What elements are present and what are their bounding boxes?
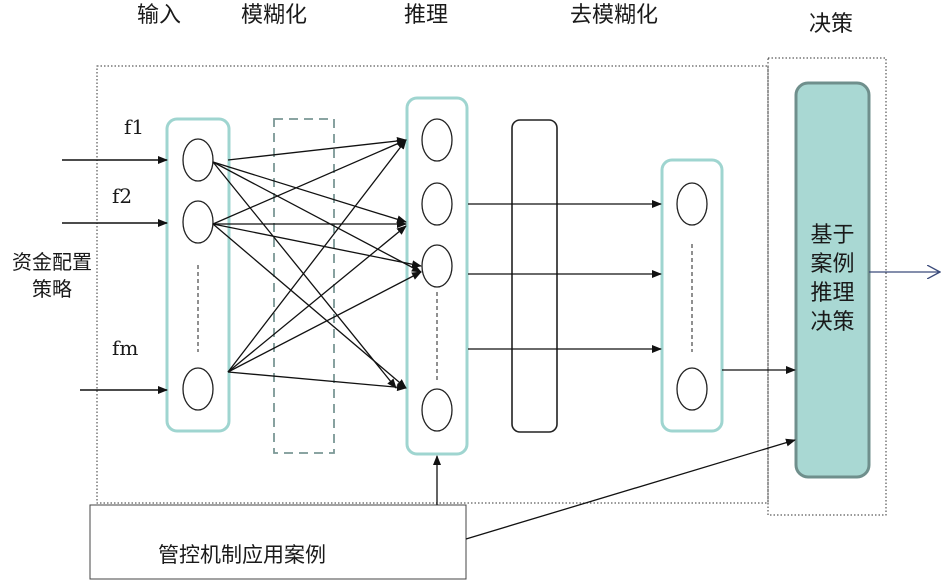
input-layer-box <box>165 117 231 433</box>
decision-block-text: 基于 案例 推理 决策 <box>796 221 869 337</box>
defuzzification-box <box>511 119 558 433</box>
input-node-f1 <box>182 138 214 182</box>
input-label-fm: fm <box>112 336 139 360</box>
input-label-f1: f1 <box>124 115 145 139</box>
inference-node-1 <box>421 118 453 162</box>
output-layer-box <box>660 158 724 433</box>
stage-label-inference: 推理 <box>404 3 449 28</box>
defuzz-connections <box>468 200 662 353</box>
decision-text-line2: 案例 <box>810 252 855 277</box>
stage-label-decision: 决策 <box>809 12 854 37</box>
inference-node-2 <box>421 182 453 226</box>
stage-label-fuzzify: 模糊化 <box>241 3 308 28</box>
case-to-decision-arrow <box>465 438 796 540</box>
decision-block <box>794 81 871 479</box>
case-box <box>89 504 467 580</box>
input-node-fm <box>182 367 214 411</box>
side-label-line1: 资金配置 <box>12 250 92 274</box>
inference-node-4 <box>421 388 453 432</box>
input-label-f2: f2 <box>112 184 133 208</box>
decision-text-line1: 基于 <box>810 223 855 248</box>
output-node-2 <box>676 367 708 411</box>
decision-boundary <box>767 57 887 516</box>
stage-label-input: 输入 <box>137 3 182 28</box>
decision-text-line4: 决策 <box>810 310 855 335</box>
inference-node-3 <box>421 244 453 288</box>
input-node-f2 <box>182 200 214 244</box>
side-label: 资金配置 策略 <box>0 249 104 303</box>
system-boundary <box>96 65 769 504</box>
fuzzification-box <box>273 118 335 454</box>
decision-text-line3: 推理 <box>810 281 855 306</box>
case-box-label: 管控机制应用案例 <box>158 543 326 567</box>
fuzzy-connections <box>212 137 422 392</box>
output-node-1 <box>676 182 708 226</box>
inference-layer-box <box>405 96 469 456</box>
side-label-line2: 策略 <box>32 277 72 301</box>
stage-label-defuzzify: 去模糊化 <box>570 3 659 28</box>
